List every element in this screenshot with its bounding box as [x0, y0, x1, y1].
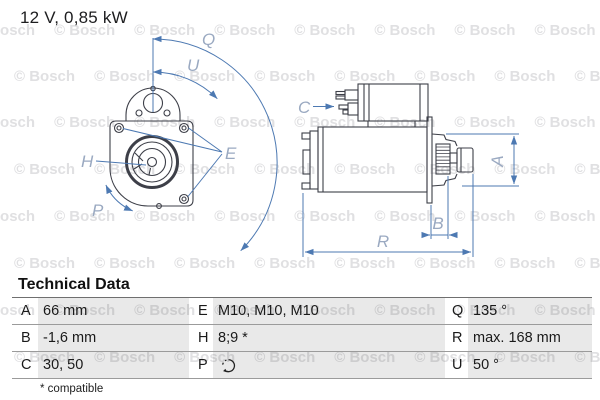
cell-key-u: U [452, 357, 463, 373]
table-footnote: * compatible [40, 383, 104, 395]
cell-key-e: E [198, 303, 208, 319]
table-heading: Technical Data [18, 276, 130, 293]
cell-value-r: max. 168 mm [468, 325, 592, 351]
cell-value-b: -1,6 mm [38, 325, 189, 351]
cell-value-q: 135 ° [468, 298, 592, 324]
label-p: P [92, 201, 104, 220]
cell-key-c: C [21, 357, 32, 373]
cell-value-h: 8;9 * [213, 325, 445, 351]
table-row: B -1,6 mm H 8;9 * R max. 168 mm [12, 325, 592, 352]
dimension-lines [95, 35, 519, 257]
cell-key-r: R [452, 330, 463, 346]
starter-motor-drawing: Q U E H P C A B R [81, 30, 519, 257]
label-q: Q [202, 30, 215, 49]
cell-value-a: 66 mm [38, 298, 189, 324]
label-c: C [298, 98, 311, 117]
starter-front-view [109, 85, 194, 209]
cell-value-e: M10, M10, M10 [213, 298, 445, 324]
counterclockwise-rotation-icon [222, 358, 236, 372]
cell-value-u: 50 ° [468, 352, 592, 378]
pinion-gear [435, 143, 451, 175]
table-row: C 30, 50 P U 50 ° [12, 352, 592, 379]
cell-value-c: 30, 50 [38, 352, 189, 378]
label-u: U [187, 56, 200, 75]
starter-side-view [301, 83, 474, 204]
dimension-labels: Q U E H P C A B R [81, 30, 507, 251]
label-a: A [488, 155, 507, 167]
cell-key-b: B [21, 330, 31, 346]
table-row: A 66 mm E M10, M10, M10 Q 135 ° [12, 298, 592, 325]
cell-key-p: P [198, 357, 208, 373]
label-h: H [81, 152, 94, 171]
label-e: E [225, 144, 237, 163]
cell-value-p [213, 352, 445, 378]
label-r: R [377, 232, 389, 251]
technical-data-table: Technical Data A 66 mm E M10, M10, M10 Q… [12, 276, 592, 395]
page-title: 12 V, 0,85 kW [20, 8, 128, 27]
label-b: B [432, 214, 443, 233]
cell-key-q: Q [452, 303, 464, 319]
cell-key-a: A [21, 303, 31, 319]
table-grid: A 66 mm E M10, M10, M10 Q 135 ° B -1,6 m… [12, 297, 592, 379]
cell-key-h: H [198, 330, 209, 346]
